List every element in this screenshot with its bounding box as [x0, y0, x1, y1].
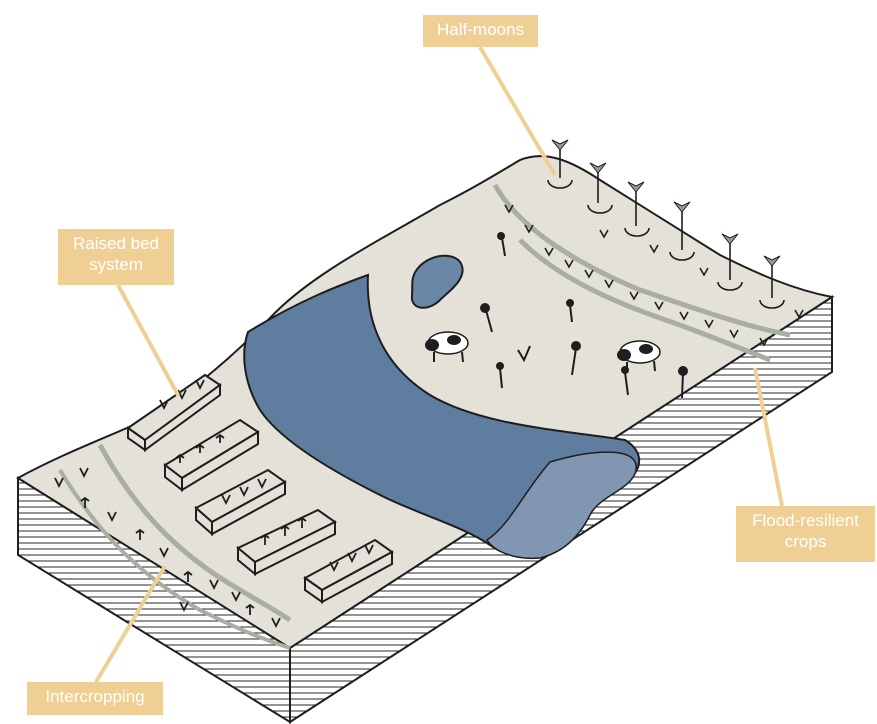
half-moons-label: Half-moons — [423, 15, 538, 47]
intercropping-label: Intercropping — [27, 682, 163, 715]
flood-resilient-label: Flood-resilient crops — [736, 506, 875, 562]
raised-bed-label: Raised bed system — [58, 229, 174, 285]
